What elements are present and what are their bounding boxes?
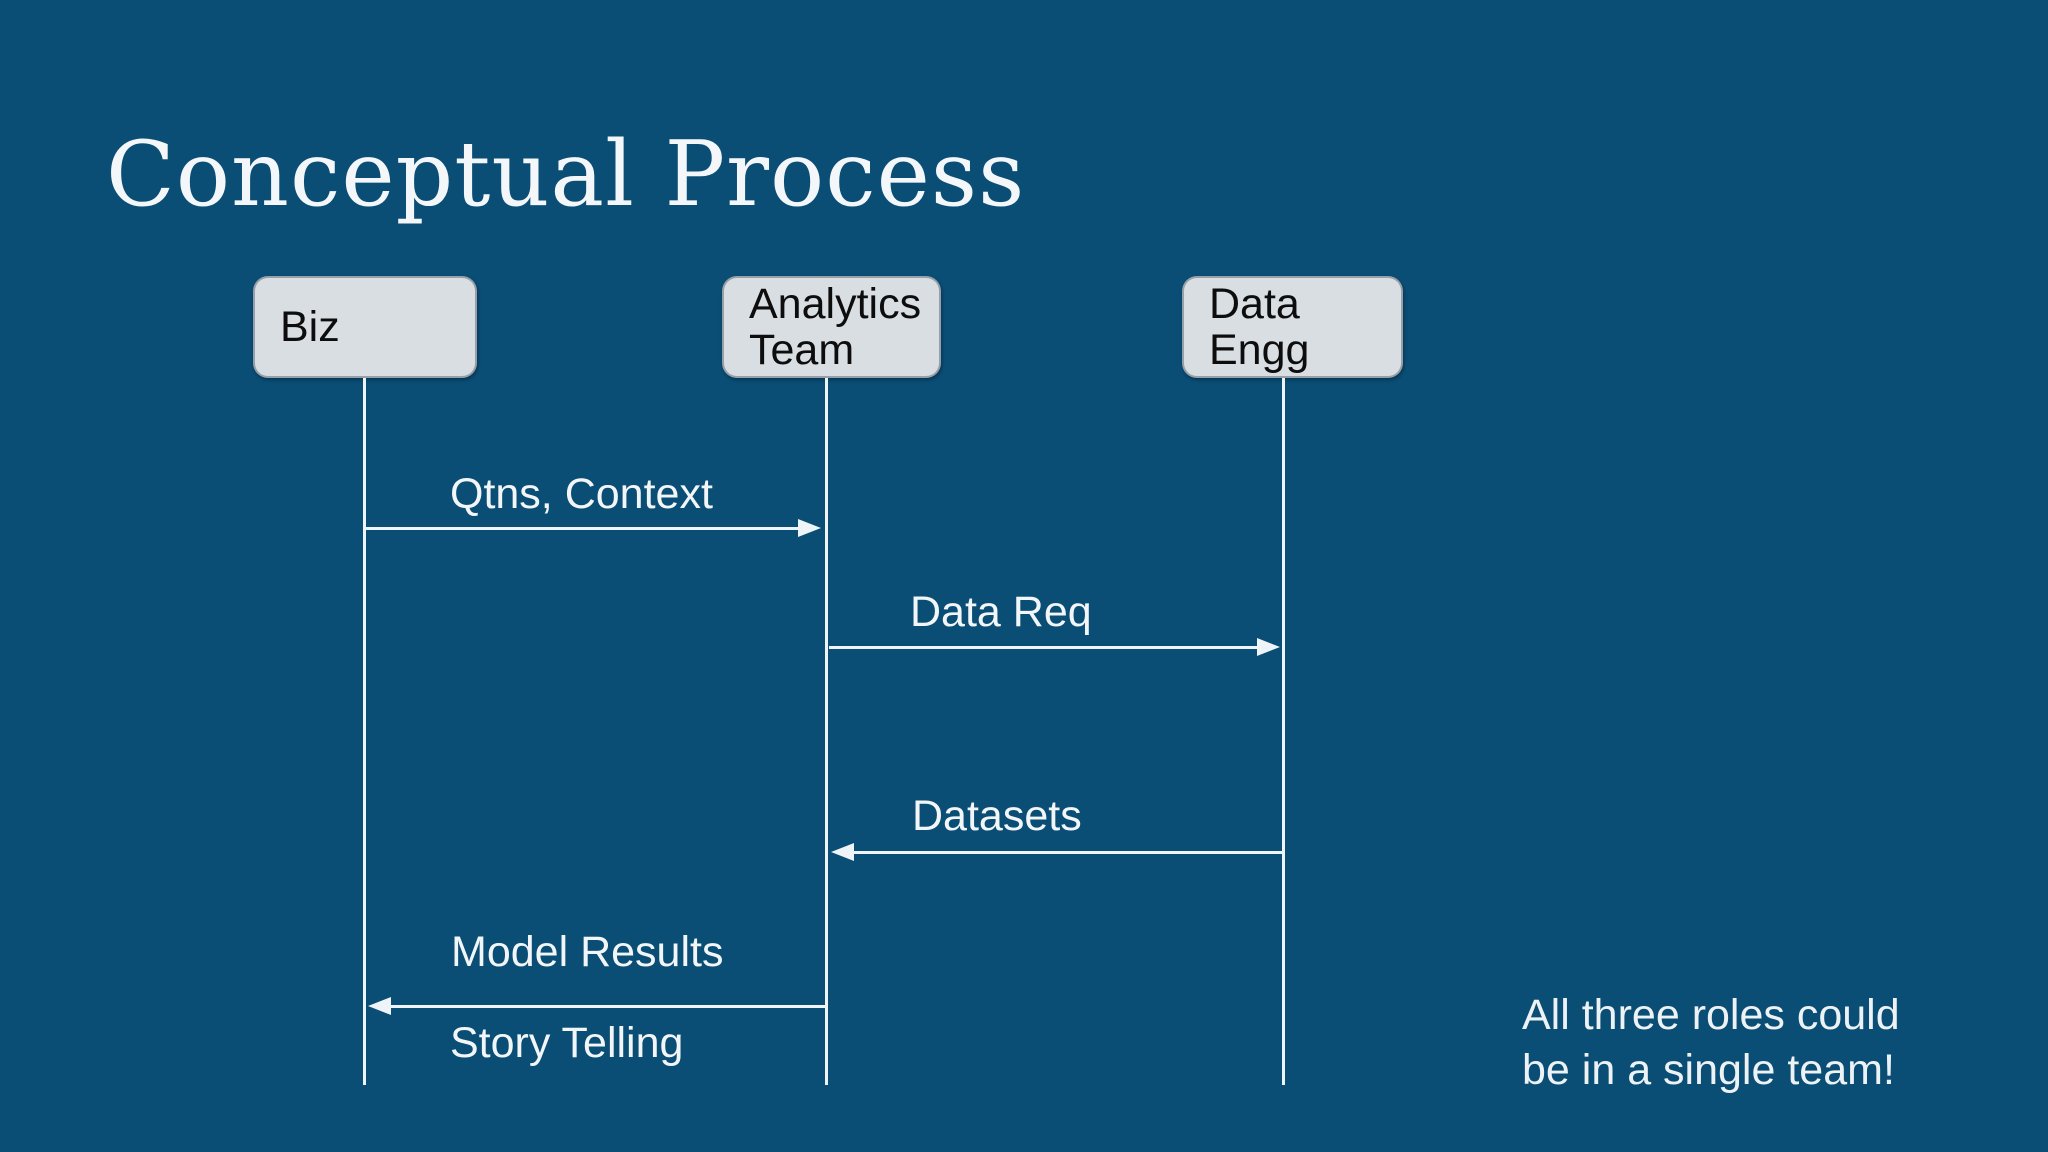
message-label-qtns-context: Qtns, Context [450, 470, 713, 518]
note-line-1: All three roles could [1522, 991, 1900, 1039]
arrow-head-right-icon [798, 519, 821, 537]
message-label-data-req: Data Req [910, 588, 1092, 636]
actor-label-dataengg-line1: Data [1209, 280, 1300, 328]
arrow-head-left-icon [831, 843, 854, 861]
arrow-model-results [368, 997, 825, 1015]
message-label-model-results: Model Results [451, 928, 724, 976]
page-title: Conceptual Process [106, 122, 1026, 227]
arrow-head-left-icon [368, 997, 391, 1015]
actor-box-biz: Biz [253, 276, 477, 378]
actor-label-analytics-line2: Team [749, 326, 855, 374]
message-label-datasets: Datasets [912, 792, 1082, 840]
note-text: All three roles could be in a single tea… [1522, 988, 1900, 1098]
actor-label-dataengg-line2: Engg [1209, 326, 1310, 374]
actor-label-biz: Biz [280, 303, 340, 351]
arrow-head-right-icon [1257, 638, 1280, 656]
message-label-story-telling: Story Telling [450, 1019, 684, 1067]
lifeline-analytics-team [825, 378, 828, 1085]
lifeline-biz [363, 378, 366, 1085]
arrow-data-req [829, 638, 1280, 656]
arrow-qtns-context [366, 519, 821, 537]
note-line-2: be in a single team! [1522, 1046, 1895, 1095]
actor-box-analytics-team: Analytics Team [722, 276, 941, 378]
actor-box-data-engg: Data Engg [1182, 276, 1403, 378]
actor-label-analytics-line1: Analytics [749, 280, 922, 328]
arrow-datasets [831, 843, 1282, 861]
lifeline-data-engg [1282, 378, 1285, 1085]
